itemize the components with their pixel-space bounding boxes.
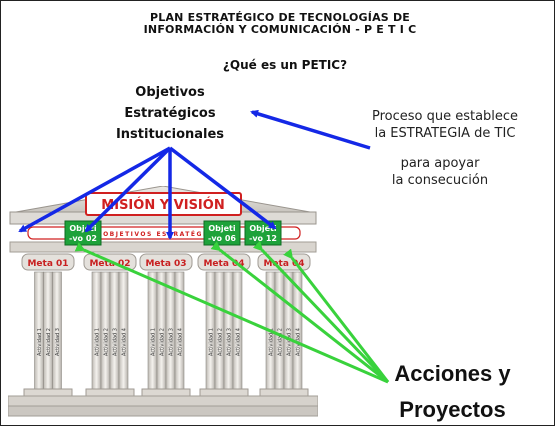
objetivos-text: OBJETIVOS ESTRATÉGICOS — [103, 230, 225, 238]
actividad-label: Actividad 2 — [104, 328, 110, 356]
objectives-label: Objetivos Estratégicos Institucionales — [95, 82, 245, 145]
objectives-line-2: Estratégicos — [124, 106, 216, 121]
actividad-label: Actividad 4 — [296, 328, 302, 356]
page-title: PLAN ESTRATÉGICO DE TECNOLOGÍAS DE INFOR… — [70, 12, 490, 36]
meta-label: Meta 04 — [203, 259, 244, 269]
temple-step-1 — [8, 395, 318, 407]
process-line-2: la ESTRATEGIA de TIC — [374, 126, 516, 141]
actividad-label: Actividad 4 — [122, 328, 128, 356]
actividad-label: Actividad 2 — [218, 328, 224, 356]
actividad-label: Actividad 3 — [55, 328, 61, 356]
actividad-label: Actividad 1 — [151, 328, 157, 356]
svg-text:Objeti: Objeti — [208, 224, 236, 233]
acciones-label: Acciones y Proyectos — [360, 356, 545, 428]
objective-box-02: Objeti -vo 02 — [64, 220, 102, 246]
objectives-line-1: Objetivos — [135, 85, 205, 100]
actividad-label: Actividad 2 — [278, 328, 284, 356]
question-text: ¿Qué es un PETIC? — [222, 58, 348, 72]
actividad-label: Actividad 4 — [236, 328, 242, 356]
svg-text:Objeti: Objeti — [69, 224, 97, 233]
support-text: para apoyar la consecución — [375, 155, 505, 189]
actividad-label: Actividad 2 — [160, 328, 166, 356]
actividad-label: Actividad 1 — [95, 328, 101, 356]
process-text: Proceso que establece la ESTRATEGIA de T… — [340, 108, 550, 142]
actividad-label: Actividad 3 — [169, 328, 175, 356]
mision-text: MISIÓN Y VISIÓN — [101, 197, 224, 213]
actividad-label: Actividad 3 — [287, 328, 293, 356]
actividad-label: Actividad 3 — [113, 328, 119, 356]
acciones-line-2: Proyectos — [399, 397, 506, 422]
column-capital — [21, 253, 75, 271]
temple-illustration: MISIÓN Y VISIÓN OBJETIVOS ESTRATÉGICOS M… — [8, 186, 318, 417]
actividad-label: Actividad 1 — [209, 328, 215, 356]
svg-text:-vo 12: -vo 12 — [249, 234, 277, 243]
objective-box-06: Objeti -vo 06 — [203, 220, 241, 246]
svg-text:Objeti: Objeti — [249, 224, 277, 233]
meta-label: Meta 02 — [89, 259, 130, 269]
actividad-label: Actividad 4 — [178, 328, 184, 356]
meta-label: Meta 04 — [263, 259, 304, 269]
svg-text:-vo 06: -vo 06 — [208, 234, 236, 243]
meta-label: Meta 01 — [27, 259, 68, 269]
objective-box-12: Objeti -vo 12 — [244, 220, 282, 246]
actividad-label: Actividad 1 — [37, 328, 43, 356]
acciones-line-1: Acciones y — [394, 361, 511, 386]
title-line-1: PLAN ESTRATÉGICO DE TECNOLOGÍAS DE — [149, 11, 410, 24]
support-line-2: la consecución — [391, 173, 489, 188]
actividad-label: Actividad 3 — [227, 328, 233, 356]
actividad-label: Actividad 1 — [269, 328, 275, 356]
title-line-2: INFORMACIÓN Y COMUNICACIÓN - P E T I C — [143, 23, 417, 36]
svg-text:-vo 02: -vo 02 — [69, 234, 97, 243]
meta-label: Meta 03 — [145, 259, 186, 269]
objectives-line-3: Institucionales — [115, 127, 225, 142]
process-line-1: Proceso que establece — [371, 109, 519, 124]
temple-step-2 — [8, 405, 318, 417]
support-line-1: para apoyar — [400, 156, 480, 171]
actividad-label: Actividad 2 — [46, 328, 52, 356]
